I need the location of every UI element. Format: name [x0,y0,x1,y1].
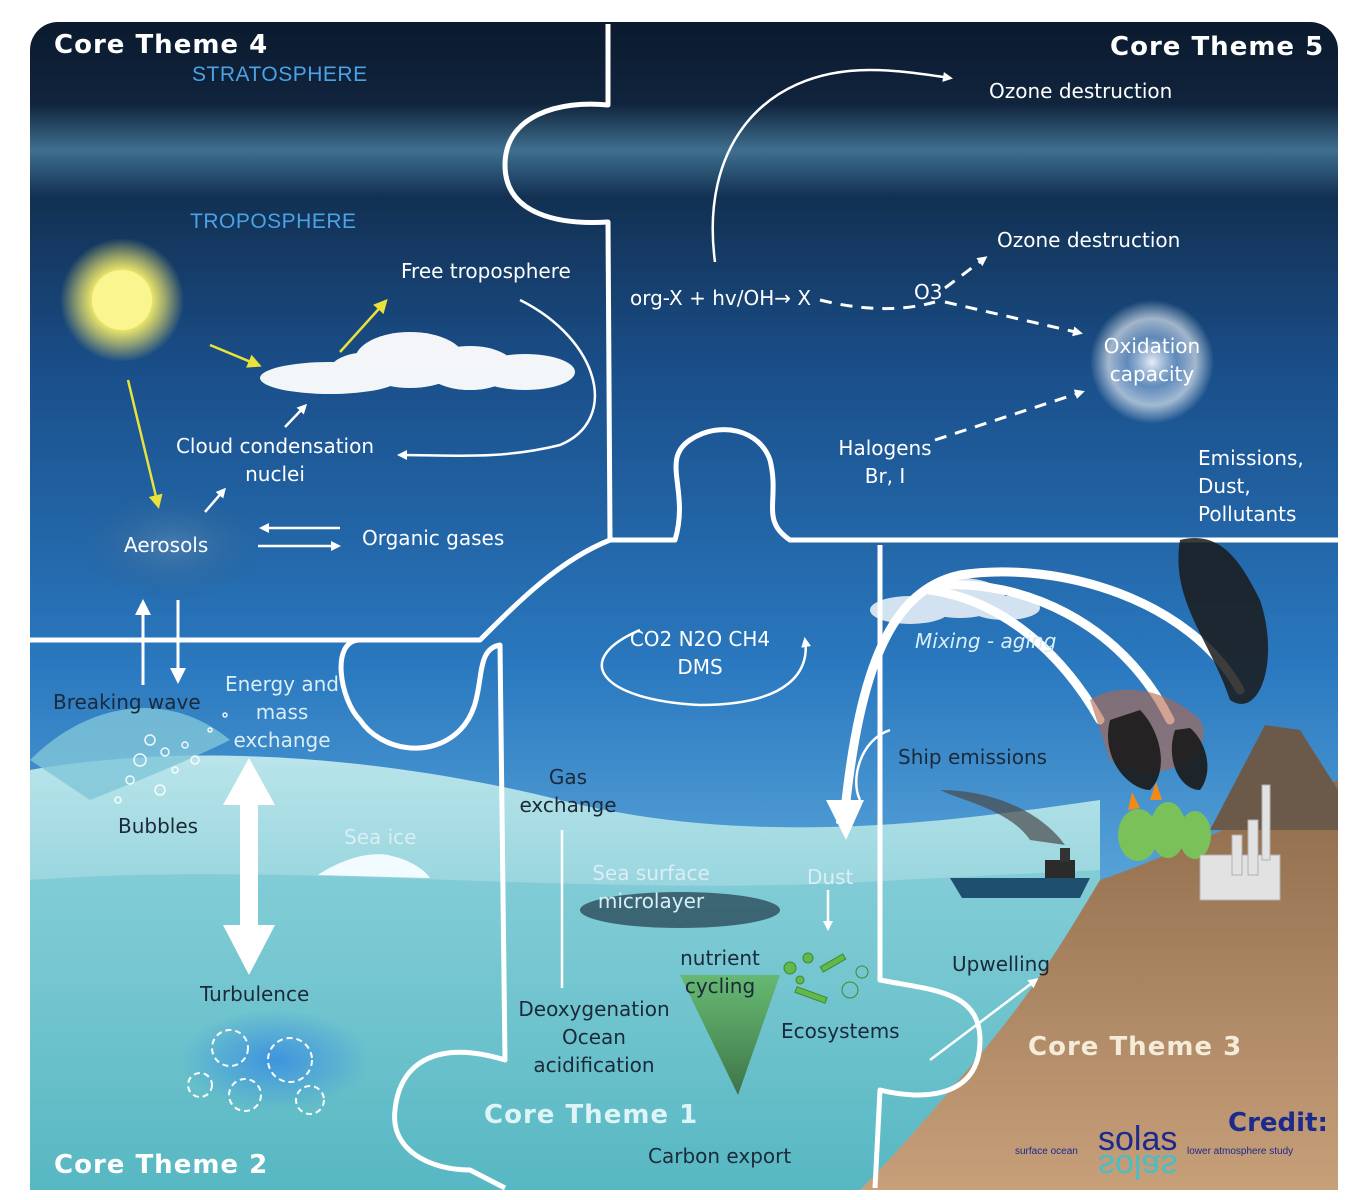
sunlight-arrows [126,299,388,509]
org-x-reaction-label: org-X + hv/OH→ X [630,286,812,310]
dust-label: Dust [807,865,854,889]
turbulence-glow [180,1010,370,1110]
breaking-wave-shape [30,707,230,800]
ozone-destruction-label-1: Ozone destruction [989,79,1173,103]
carbon-export-funnel [680,975,780,1095]
mixing-arrow-head [826,800,864,840]
emissions-label: Emissions, Dust, Pollutants [1198,446,1304,526]
gases-cycle-label: CO2 N2O CH4 DMS [629,627,771,679]
mixing-arrows [836,567,1245,824]
ship-emission-curve [855,728,891,801]
aerosols-label: Aerosols [124,533,209,557]
mixing-aging-label: Mixing - aging [915,629,1057,653]
volcano-icon [1210,725,1338,830]
bubbles-label: Bubbles [118,814,199,838]
credit-label: Credit: [1228,1108,1328,1138]
carbon-export-label: Carbon export [648,1144,792,1168]
solas-logo: solas [1098,1120,1178,1158]
ocean-mid-layer [30,870,1100,1190]
energy-exchange-arrow [223,758,275,975]
arrow-ccn-to-cloud [284,403,308,428]
ship-emissions-label: Ship emissions [898,745,1048,769]
ecosystems-label: Ecosystems [781,1019,900,1043]
arrow-aerosols-to-ccn [204,487,226,513]
gas-exchange-label: Gas exchange [519,765,617,817]
bubbles-icon [114,712,228,804]
microlayer-slick [580,892,780,928]
core-theme-2-label: Core Theme 2 [54,1150,269,1180]
core-theme-4-label: Core Theme 4 [54,30,269,60]
ship-icon [950,848,1090,898]
stratosphere-label: STRATOSPHERE [192,63,368,86]
core-theme-5-label: Core Theme 5 [1110,32,1325,62]
troposphere-label: TROPOSPHERE [190,210,357,233]
ozone-destruction-label-2: Ozone destruction [997,228,1181,252]
arrow-upwelling [929,978,1039,1061]
core-theme-1-label: Core Theme 1 [484,1100,699,1130]
factory-icon [1199,784,1281,901]
oxidation-glow-icon [1090,300,1214,424]
aerosol-haze [77,490,267,600]
solas-logo-left-text: surface ocean [1015,1146,1078,1157]
organic-gases-label: Organic gases [362,526,505,550]
dash-o3-to-oxidation [944,300,1083,337]
fire-icon [1128,782,1162,810]
sun-core [92,270,152,330]
solas-logo-right-text: lower atmosphere study [1187,1146,1294,1157]
plankton-icon [783,952,869,1004]
dashed-arrows [819,256,1085,442]
dash-halogens-to-oxidation [934,389,1085,442]
deoxygenation-acidification-label: Deoxygenation Ocean acidification [518,997,670,1077]
core-theme-3-label: Core Theme 3 [1028,1032,1243,1062]
o3-label: O3 [914,280,943,304]
nutrient-cycling-label: nutrient cycling [680,946,760,998]
cloud-condensation-nuclei-label: Cloud condensation nuclei [175,434,375,486]
breaking-wave-arrows [135,599,186,685]
free-troposphere-label: Free troposphere [401,259,571,283]
process-arrows [204,68,1039,1061]
sea-ice-label: Sea ice [344,825,417,849]
tree-icon [1118,802,1211,861]
turbulence-label: Turbulence [200,982,310,1006]
oxidation-capacity-label: Oxidation capacity [1103,334,1201,386]
arrow-to-ozone-1 [711,68,953,263]
volcano-smoke [1178,538,1269,704]
solas-logo-reflection: solas [1098,1147,1178,1185]
energy-mass-exchange-label: Energy and mass exchange [224,672,339,752]
arrow-free-troposphere-to-ccn [397,298,597,461]
fire-smoke-2 [1171,728,1208,790]
fire-smoke-1 [1108,710,1161,790]
sea-ice-icon [318,854,430,878]
dash-o3-to-ozone [944,256,988,290]
upwelling-label: Upwelling [952,952,1051,976]
halogens-label: Halogens Br, I [838,436,932,488]
ship-smoke [940,790,1065,845]
puzzle-borders [30,24,1338,1191]
sea-surface-microlayer-label: Sea surface microlayer [592,861,710,913]
breaking-wave-label: Breaking wave [53,690,201,714]
turbulence-eddy-icon [187,1029,325,1115]
gas-cycle-arrow [600,628,812,707]
cloud-icon [260,332,575,394]
